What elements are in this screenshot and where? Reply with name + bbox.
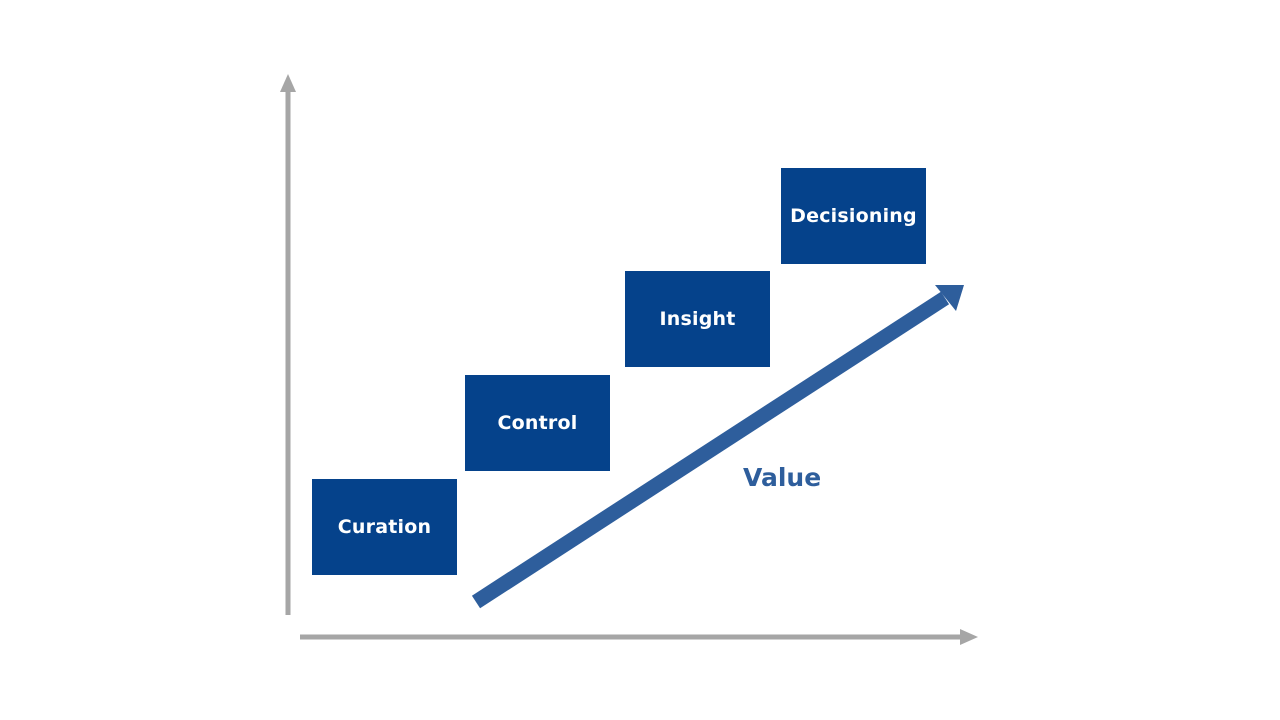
step-label-control: Control (497, 412, 578, 434)
step-label-decisioning: Decisioning (790, 205, 917, 227)
step-label-insight: Insight (659, 308, 736, 330)
step-box-decisioning: Decisioning (781, 168, 926, 264)
value-arrow-label: Value (743, 463, 822, 492)
x-axis-arrowhead (960, 629, 978, 645)
y-axis-arrowhead (280, 74, 296, 92)
value-arrow-shaft (471, 291, 950, 609)
value-arrow-head (935, 285, 964, 311)
step-box-control: Control (465, 375, 610, 471)
step-label-curation: Curation (337, 516, 432, 538)
step-box-insight: Insight (625, 271, 770, 367)
step-box-curation: Curation (312, 479, 457, 575)
